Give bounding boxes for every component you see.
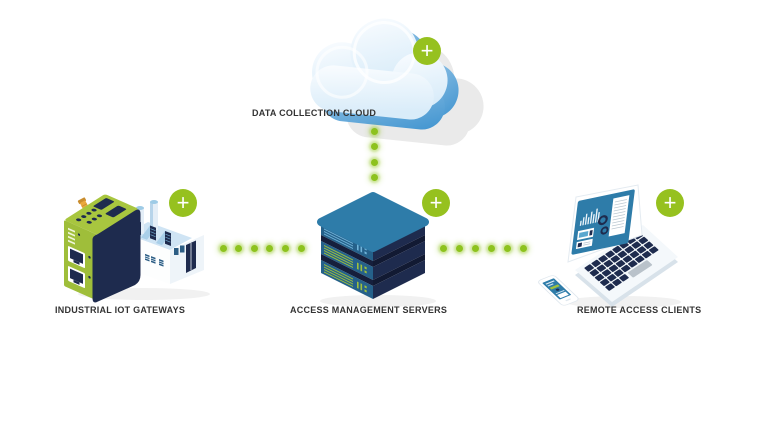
connector-dot [250, 244, 258, 252]
connector-dot [235, 244, 243, 252]
connector-dot [219, 244, 227, 252]
connector-dot [370, 174, 378, 181]
add-data-collection-cloud-button[interactable]: + [413, 37, 441, 65]
factory-chimney [150, 200, 158, 230]
ethernet-port-icon [68, 246, 85, 268]
access-management-servers-label: ACCESS MANAGEMENT SERVERS [290, 305, 448, 315]
laptop-shadow [565, 296, 681, 308]
server-top-face [317, 192, 429, 252]
add-access-management-server-button[interactable]: + [422, 189, 450, 217]
server-gap [321, 234, 425, 268]
gateway-side-panel [64, 220, 98, 301]
add-industrial-iot-gateway-button[interactable]: + [169, 189, 197, 217]
factory-window-pair [174, 245, 185, 255]
connector-dot [519, 244, 527, 252]
server-gap [321, 253, 425, 287]
data-collection-cloud-icon [307, 14, 488, 146]
remote-access-clients-label: REMOTE ACCESS CLIENTS [577, 305, 702, 315]
industrial-iot-gateways-label: INDUSTRIAL IOT GATEWAYS [55, 305, 186, 315]
access-management-servers-icon [317, 192, 436, 307]
connector-dot [455, 244, 463, 252]
connector-dot [439, 244, 447, 252]
server-unit [321, 259, 425, 300]
server-unit [321, 240, 425, 281]
server-shadow [320, 295, 436, 307]
screen-donut-chart [597, 215, 608, 226]
remote-access-clients-icon [538, 184, 681, 308]
connector-dot [297, 244, 305, 252]
connector-dot [487, 244, 495, 252]
gateway-front-face [92, 209, 141, 303]
screen-bar-chart [579, 208, 600, 226]
connector-dot [370, 158, 378, 166]
connector-dot [503, 244, 511, 252]
industrial-iot-gateway-icon [64, 194, 210, 303]
gateway-top-face [65, 194, 138, 235]
screen-donut-chart [600, 226, 609, 235]
connector-dot [281, 244, 289, 252]
gateway-device [64, 194, 141, 303]
laptop-screen [571, 189, 635, 255]
data-collection-cloud-label: DATA COLLECTION CLOUD [252, 108, 377, 118]
connector-dot [266, 244, 274, 252]
laptop-trackpad [628, 260, 653, 278]
connector-dot [471, 244, 479, 252]
add-remote-access-client-button[interactable]: + [656, 189, 684, 217]
screen-card [577, 227, 595, 241]
laptop-icon [567, 184, 678, 307]
screen-card [575, 238, 593, 250]
smartphone-icon [538, 275, 579, 306]
ethernet-port-icon [68, 266, 85, 288]
